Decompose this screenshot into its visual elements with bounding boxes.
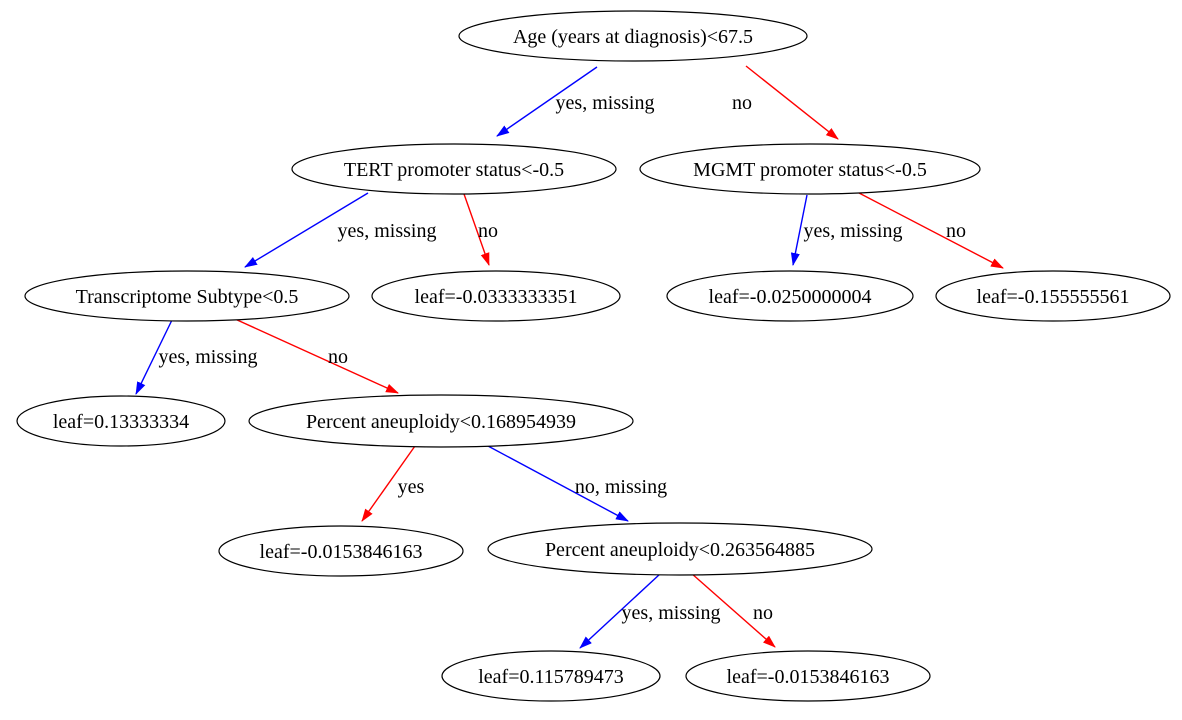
node-leaf-aneuploidy2-no: leaf=-0.0153846163 — [685, 650, 931, 702]
edge-root-no — [745, 65, 839, 140]
node-root-ellipse — [458, 10, 808, 62]
edge-label-mgmt-yes: yes, missing — [804, 220, 903, 242]
node-leaf-tert-no-label: leaf=-0.0333333351 — [415, 286, 578, 308]
node-aneuploidy-2-label: Percent aneuploidy<0.263564885 — [545, 539, 815, 561]
tree-nodes: Age (years at diagnosis)<67.5 TERT promo… — [16, 10, 1171, 702]
node-tert-promoter: TERT promoter status<-0.5 — [291, 143, 617, 195]
edge-label-aneuploidy1-yes: yes — [398, 476, 425, 498]
edge-label-aneuploidy2-no: no — [753, 602, 773, 624]
node-mgmt-promoter-ellipse — [639, 143, 981, 195]
node-leaf-subtype-yes-label: leaf=0.13333334 — [53, 411, 189, 433]
node-root: Age (years at diagnosis)<67.5 — [458, 10, 808, 62]
node-tert-promoter-ellipse — [291, 143, 617, 195]
node-transcriptome-subtype-ellipse — [24, 270, 350, 322]
node-transcriptome-subtype-label: Transcriptome Subtype<0.5 — [76, 286, 299, 308]
node-mgmt-promoter-label: MGMT promoter status<-0.5 — [693, 159, 927, 181]
node-leaf-mgmt-no: leaf=-0.155555561 — [935, 270, 1171, 322]
edge-tert-no — [463, 193, 490, 266]
node-root-label: Age (years at diagnosis)<67.5 — [513, 26, 753, 48]
edge-label-root-no: no — [732, 92, 752, 114]
edge-label-tert-no: no — [478, 220, 498, 242]
edge-subtype-no — [234, 318, 399, 394]
node-leaf-mgmt-yes: leaf=-0.0250000004 — [666, 270, 914, 322]
node-leaf-aneuploidy2-no-label: leaf=-0.0153846163 — [727, 666, 890, 688]
edge-label-subtype-yes: yes, missing — [159, 346, 258, 368]
node-leaf-aneuploidy2-no-ellipse — [685, 650, 931, 702]
node-transcriptome-subtype: Transcriptome Subtype<0.5 — [24, 270, 350, 322]
node-aneuploidy-1-label: Percent aneuploidy<0.168954939 — [306, 411, 576, 433]
edge-aneuploidy1-yes — [361, 445, 416, 522]
node-leaf-aneuploidy2-yes: leaf=0.115789473 — [441, 650, 661, 702]
node-mgmt-promoter: MGMT promoter status<-0.5 — [639, 143, 981, 195]
tree-edges — [135, 65, 1004, 649]
node-tert-promoter-label: TERT promoter status<-0.5 — [344, 159, 564, 181]
node-leaf-aneuploidy1-yes-ellipse — [218, 525, 464, 577]
node-leaf-aneuploidy1-yes-label: leaf=-0.0153846163 — [260, 541, 423, 563]
node-leaf-tert-no-ellipse — [371, 270, 621, 322]
node-aneuploidy-1: Percent aneuploidy<0.168954939 — [248, 394, 634, 448]
node-leaf-mgmt-no-ellipse — [935, 270, 1171, 322]
node-aneuploidy-2-ellipse — [487, 522, 873, 576]
edge-subtype-yes — [135, 319, 173, 395]
node-leaf-mgmt-no-label: leaf=-0.155555561 — [977, 286, 1130, 308]
node-leaf-aneuploidy2-yes-ellipse — [441, 650, 661, 702]
tree-edge-labels: yes, missing no yes, missing no yes, mis… — [159, 92, 966, 624]
node-leaf-aneuploidy1-yes: leaf=-0.0153846163 — [218, 525, 464, 577]
node-leaf-mgmt-yes-ellipse — [666, 270, 914, 322]
edge-label-subtype-no: no — [328, 346, 348, 368]
edge-label-aneuploidy2-yes: yes, missing — [622, 602, 721, 624]
edge-tert-yes — [244, 192, 369, 268]
edge-label-root-yes: yes, missing — [556, 92, 655, 114]
edge-mgmt-no — [858, 192, 1004, 269]
edge-root-yes — [496, 66, 598, 137]
edge-aneuploidy2-yes — [579, 573, 661, 649]
edge-label-mgmt-no: no — [946, 220, 966, 242]
node-leaf-tert-no: leaf=-0.0333333351 — [371, 270, 621, 322]
edge-label-tert-yes: yes, missing — [338, 220, 437, 242]
edge-aneuploidy2-no — [690, 572, 776, 648]
node-leaf-subtype-yes-ellipse — [16, 395, 226, 447]
edge-label-aneuploidy1-no: no, missing — [575, 476, 667, 498]
node-aneuploidy-1-ellipse — [248, 394, 634, 448]
node-leaf-mgmt-yes-label: leaf=-0.0250000004 — [709, 286, 872, 308]
node-leaf-subtype-yes: leaf=0.13333334 — [16, 395, 226, 447]
edge-aneuploidy1-no — [487, 445, 629, 522]
edge-mgmt-yes — [790, 194, 808, 266]
node-leaf-aneuploidy2-yes-label: leaf=0.115789473 — [478, 666, 624, 688]
node-aneuploidy-2: Percent aneuploidy<0.263564885 — [487, 522, 873, 576]
